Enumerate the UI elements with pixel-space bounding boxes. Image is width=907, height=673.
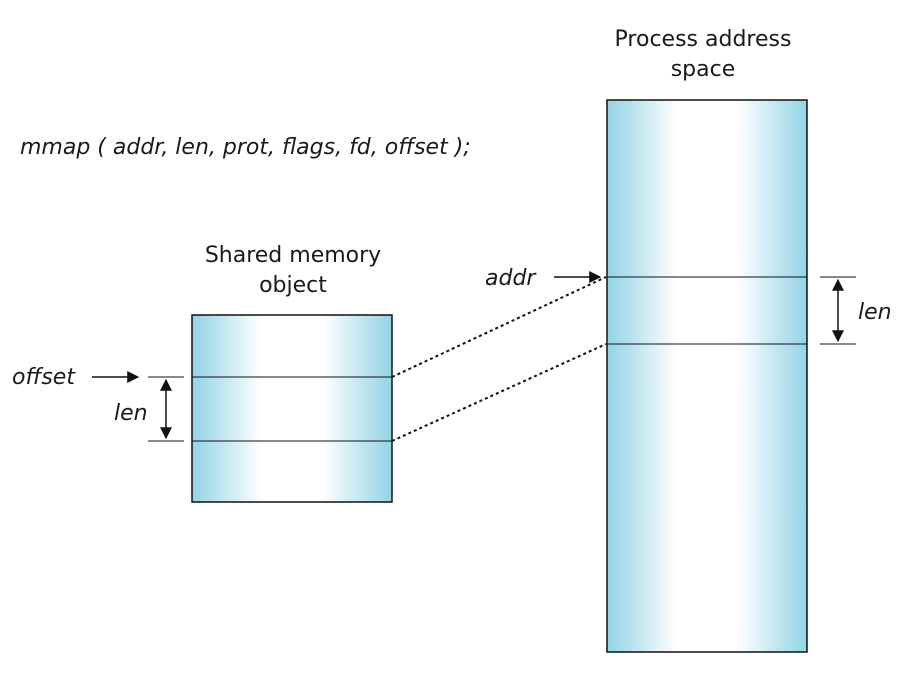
mapping-line-bottom: [391, 343, 607, 442]
len-label-shared: len: [114, 401, 148, 426]
shared-object-box: [191, 314, 393, 503]
mmap-call-text: mmap ( addr, len, prot, flags, fd, offse…: [20, 135, 471, 160]
shared-object-title: Shared memory: [205, 243, 381, 268]
offset-label: offset: [12, 365, 76, 390]
process-space-box: [606, 99, 808, 653]
shared-object-title-2: object: [259, 273, 327, 298]
process-space-title-2: space: [671, 57, 736, 82]
mapping-line-top: [391, 276, 607, 378]
addr-label: addr: [485, 266, 537, 291]
len-label-process: len: [858, 300, 892, 325]
process-space-title: Process address: [615, 27, 792, 52]
